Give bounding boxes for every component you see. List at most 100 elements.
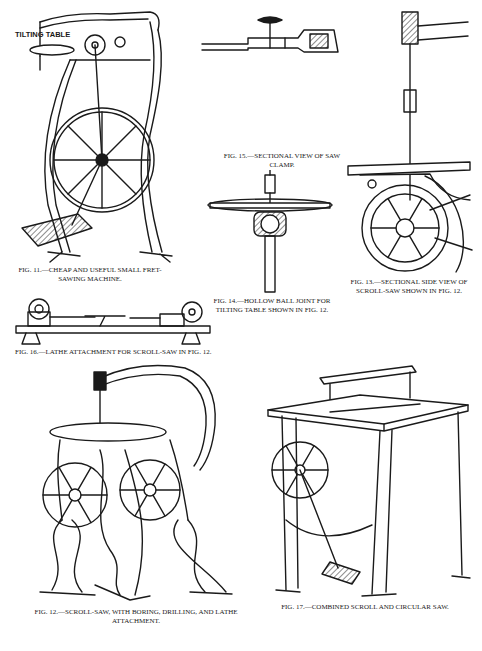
fret-saw-machine-part (115, 37, 125, 47)
combined-saw-part (286, 520, 372, 536)
drawing-stroke-part (81, 494, 107, 495)
ball-joint-part (265, 236, 275, 292)
fret-saw-machine (22, 12, 172, 262)
scroll-saw-part (40, 592, 232, 595)
fret-saw-machine-part (40, 19, 148, 28)
drawing-stroke-part (153, 464, 165, 485)
scroll-saw-part (50, 423, 166, 441)
drawing-stroke-part (388, 199, 401, 221)
lathe-attachment-part (29, 299, 49, 319)
scroll-saw-part (144, 484, 156, 496)
drawing-stroke-part (410, 199, 423, 221)
figure-caption: FIG. 17.—COMBINED SCROLL AND CIRCULAR SA… (254, 603, 476, 612)
drawing-stroke-part (106, 164, 136, 194)
scroll-saw-section-part (368, 180, 376, 188)
part-label: TILTING TABLE (14, 30, 71, 40)
scroll-saw-part (69, 489, 81, 501)
drawing-stroke-part (414, 227, 439, 228)
saw-clamp (202, 17, 338, 52)
ball-joint-part (261, 215, 279, 233)
scroll-saw-part (100, 450, 120, 595)
drawing-stroke-part (43, 494, 69, 495)
saw-clamp-part (269, 22, 270, 48)
combined-saw-part (300, 470, 338, 568)
scroll-saw-section (348, 12, 472, 272)
scroll-saw-section-part (362, 185, 448, 271)
lathe-attachment-part (22, 333, 200, 344)
drawing-stroke-part (153, 495, 165, 516)
figure-caption: FIG. 12.—SCROLL-SAW, WITH BORING, DRILLI… (26, 608, 246, 626)
combined-saw (268, 366, 470, 596)
drawing-stroke-part (156, 489, 180, 490)
ball-joint (208, 160, 332, 292)
drawing-stroke-part (286, 446, 298, 466)
scroll-saw-section-part (402, 12, 418, 44)
combined-saw-part (276, 576, 470, 596)
drawing-stroke-part (106, 126, 136, 156)
scroll-saw-part (94, 372, 106, 390)
ball-joint-part (210, 203, 330, 208)
drawing-stroke-part (120, 489, 144, 490)
lathe-attachment-part (35, 305, 43, 313)
drawing-stroke-part (78, 500, 91, 523)
lathe-attachment-part (182, 302, 202, 322)
combined-saw-part (330, 404, 420, 412)
drawing-stroke-part (54, 159, 96, 160)
drawing-stroke-part (286, 474, 298, 494)
fret-saw-machine-part (95, 45, 102, 160)
fret-saw-machine-part (39, 56, 40, 70)
drawing-stroke-part (388, 236, 401, 258)
drawing-stroke-part (59, 467, 72, 490)
scroll-saw-section-part (371, 194, 439, 262)
lathe-attachment-part (189, 309, 195, 315)
scroll-saw-section-part (418, 22, 468, 40)
fret-saw-machine-part (40, 12, 159, 30)
lathe-attachment-part (160, 314, 184, 326)
scroll-saw-section-part (348, 162, 470, 175)
drawing-stroke (120, 464, 180, 516)
combined-saw-part (322, 562, 360, 584)
scroll-saw-section-part (396, 219, 414, 237)
lathe-attachment (16, 299, 210, 344)
drawing-stroke-part (135, 495, 147, 516)
drawing-stroke-part (101, 166, 102, 208)
scroll-saw-section-part (409, 175, 410, 200)
drawing-stroke-part (68, 126, 98, 156)
scroll-saw-section-part (409, 44, 410, 164)
drawing-stroke-part (135, 464, 147, 485)
saw-clamp-part (310, 34, 328, 48)
figure-caption: FIG. 14.—HOLLOW BALL JOINT FOR TILTING T… (206, 297, 338, 315)
scroll-saw-part (95, 585, 150, 600)
lathe-attachment-part (16, 326, 210, 333)
saw-clamp-part (258, 17, 282, 23)
fret-saw-machine-part (141, 22, 154, 252)
scroll-saw-part (58, 440, 188, 520)
scroll-saw-section-part (430, 195, 472, 250)
figure-caption: FIG. 16.—LATHE ATTACHMENT FOR SCROLL-SAW… (14, 348, 276, 357)
drawing-stroke-part (305, 469, 328, 470)
drawing-stroke-part (78, 467, 91, 490)
scroll-saw (40, 366, 232, 600)
figure-caption: FIG. 13.—SECTIONAL SIDE VIEW OF SCROLL-S… (344, 278, 474, 296)
scroll-saw-part (43, 463, 107, 527)
ball-joint-part (254, 212, 286, 236)
scroll-saw-part (100, 366, 215, 470)
combined-saw-part (268, 405, 468, 431)
combined-saw-part (409, 372, 410, 398)
lathe-attachment-part (130, 317, 160, 318)
drawing-stroke-part (303, 446, 315, 466)
drawing-stroke (43, 464, 180, 523)
ball-joint-part (265, 175, 275, 193)
figure-caption: FIG. 15.—SECTIONAL VIEW OF SAW CLAMP. (222, 152, 342, 170)
drawing-stroke-part (371, 227, 396, 228)
ball-joint-part (208, 199, 332, 211)
fret-saw-machine-part (30, 45, 74, 55)
figure-caption: FIG. 11.—CHEAP AND USEFUL SMALL FRET-SAW… (10, 266, 170, 284)
fret-saw-machine-part (22, 214, 92, 246)
scroll-saw-part (174, 520, 226, 592)
fret-saw-machine-part (70, 59, 150, 60)
saw-clamp-part (284, 38, 285, 48)
scroll-saw-part (100, 374, 206, 466)
